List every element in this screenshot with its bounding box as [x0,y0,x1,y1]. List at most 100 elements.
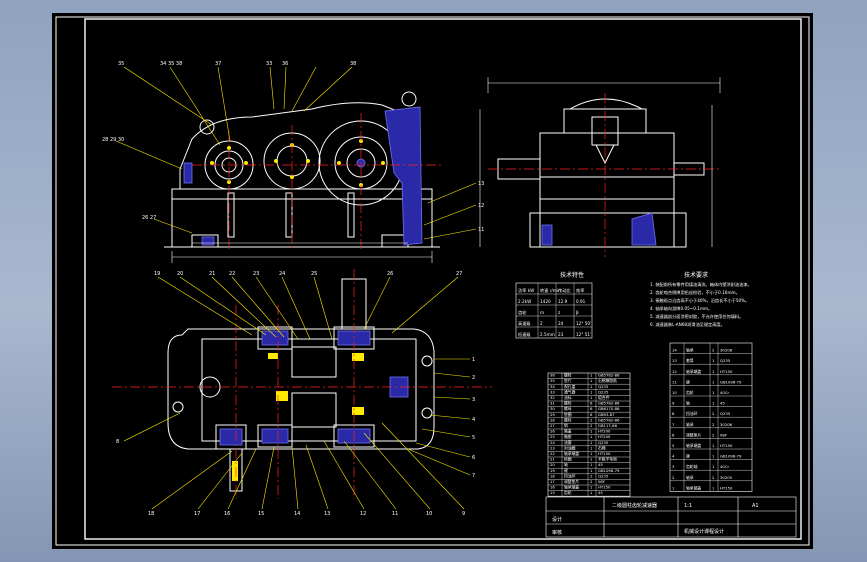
note-line-0: 1. 装配前所有零件用煤油清洗，箱体内壁涂耐油油漆。 [650,281,752,288]
bom-left-cell: 22 [550,451,555,456]
bom-right-cell: 1 [712,390,715,395]
bom-left-cell: HT200 [598,429,611,434]
bom-right-cell: 3 [672,464,675,469]
bom-right-cell: 5 [672,443,675,448]
bom-left-cell: 箱盖 [564,429,572,434]
bom-left-cell: Q235 [598,384,609,389]
bom-left-cell: 螺栓 [564,401,572,406]
bom-left-cell: Q235 [598,389,609,394]
bom-right-cell: 轴 [686,401,690,406]
bom-right-cell: 1 [712,485,715,490]
leader-lines [115,66,477,510]
bom-right-cell: 8 [672,411,675,416]
bom-right-cell: 1 [712,401,715,406]
bom-left-cell: 18 [550,473,555,478]
bom-right-cell: 2 [712,432,715,437]
note-line-3: 4. 轴承轴向游隙0.05~0.1mm。 [650,305,712,312]
bom-left-cell: 视孔盖 [564,384,576,389]
spec-cell: m [540,310,544,315]
bom-left-cell: 1 [590,373,593,378]
callout-plan-top-3: 22 [229,271,235,277]
callout-front-right-2: 11 [478,227,484,233]
bom-left-cell: 组合件 [598,395,610,400]
bom-left-cell: 36 [550,373,555,378]
spec-cell: 2.2kW [518,299,531,304]
bom-right-cell: Q235 [720,358,731,363]
spec-cell: 效率 [576,287,584,294]
bom-left-cell: 销 [564,423,568,428]
bom-left-cell: 箱座 [564,434,572,439]
bom-left-cell: 2 [590,423,593,428]
callout-plan-top-6: 25 [311,271,317,277]
bom-left-cell: 封油圈 [564,445,576,450]
spec-cell: 2.5mm [540,332,555,337]
bom-left-cell: 16 [550,485,555,490]
spec-cell: 12° 51' [576,332,591,337]
plan-sections [219,330,409,446]
callout-plan-top-0: 19 [154,271,160,277]
callout-plan-bottom-4: 14 [294,511,300,517]
title-school: 机械设计课程设计 [684,528,724,535]
bom-left-cell: 1 [590,490,593,495]
spec-cell: 齿轮 [518,309,527,316]
bom-right-cell: 齿轮 [686,390,694,395]
bom-left-cell: 1 [590,378,593,383]
note-line-1: 2. 齿轮啮合侧隙用铅丝检验，不小于0.16mm。 [650,289,740,296]
bom-left-cell: 轴 [564,462,568,467]
bom-left-cell: 石棉 [598,445,606,450]
bom-left-cell: GB5782-86 [598,417,620,422]
bom-left-cell: 2 [590,479,593,484]
bom-left-cell: HT150 [598,451,611,456]
bom-right-cell: 40Cr [720,390,729,395]
front-dimensions [171,109,481,263]
bom-right-cell: 轴承端盖 [686,485,701,490]
bom-right-cell: HT150 [720,443,733,448]
callout-front-right-0: 13 [478,181,484,187]
bom-right-cell: 9 [672,401,675,406]
bom-left-cell: 24 [550,440,555,445]
bom-left-cell: Q235 [598,440,609,445]
bom-right-cell: 11 [672,379,677,384]
bom-left-cell: 螺栓 [564,417,572,422]
bom-left-cell: 25 [550,434,555,439]
spec-cell: 传动比 [558,287,571,294]
bom-left-cell: 19 [550,468,555,473]
bom-right-cell: 2 [712,348,715,353]
spec-cell: 2 [540,321,543,326]
bom-right-cell: 2 [672,475,675,480]
note-line-4: 5. 减速器剖分面涂密封胶，不允许使用任何填料。 [650,313,743,320]
callout-plan-right-5: 6 [472,455,475,461]
bom-right-cell: 轴承 [686,475,694,480]
bom-left-cell: 1 [590,440,593,445]
bom-right-cell: 45 [720,401,725,406]
bom-left-cell: 1 [590,384,593,389]
spec-cell: z [558,310,561,315]
note-line-2: 3. 接触斑点沿齿高不小于40%，沿齿长不小于50%。 [650,297,749,304]
bom-right-cell: 4 [672,454,675,459]
bom-left-cell: 08F [598,479,605,484]
bom-right-cell: 轴承端盖 [686,443,701,448]
callout-plan-bottom-3: 15 [258,511,264,517]
bom-left-cell: 螺栓 [564,373,572,378]
title-designer: 设计 [552,516,562,523]
plan-bearings [232,353,364,481]
callout-front-left-1: 26 27 [142,215,156,221]
bom-left-cell: 油标 [564,395,572,400]
title-block-text: 二级圆柱齿轮减速器 1:1 A1 设计 审核 机械设计课程设计 [552,502,759,536]
bom-left-cell: 石棉橡胶纸 [598,378,617,383]
bom-left-cell: 1 [590,462,593,467]
bom-left-cell: 17 [550,479,555,484]
bom-left-cell: 31 [550,401,555,406]
bom-right-cell: HT150 [720,369,733,374]
bom-right-cell: 2 [712,411,715,416]
callout-plan-right-6: 7 [472,473,475,479]
bom-left-cell: 15 [550,490,555,495]
bom-left-cell: 轴承端盖 [564,451,579,456]
bom-left-cell: 33 [550,389,555,394]
callout-front-top-4: 36 [282,61,288,67]
bom-right-cell: 套筒 [686,358,694,363]
bom-right-cell: 1 [712,379,715,384]
front-holes [210,139,385,187]
